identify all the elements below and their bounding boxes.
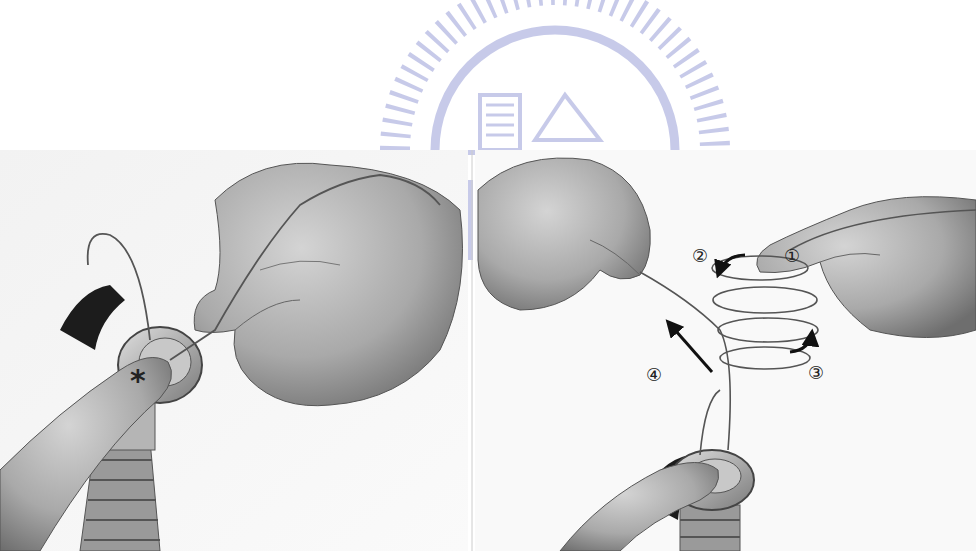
asterisk-marker: * [130, 366, 146, 396]
finger [560, 463, 719, 551]
callout-number: ③ [808, 364, 824, 382]
callout-number: ④ [646, 366, 662, 384]
right-hand [194, 163, 462, 406]
callout-number: ② [692, 247, 708, 265]
motion-arrows [668, 255, 812, 372]
suture-thread [640, 210, 976, 455]
callout-number: ① [784, 247, 800, 265]
suture-thread [88, 175, 440, 360]
right-hand [757, 197, 976, 338]
panel-background [0, 150, 468, 551]
left-hand [478, 158, 650, 310]
finger [0, 358, 172, 551]
